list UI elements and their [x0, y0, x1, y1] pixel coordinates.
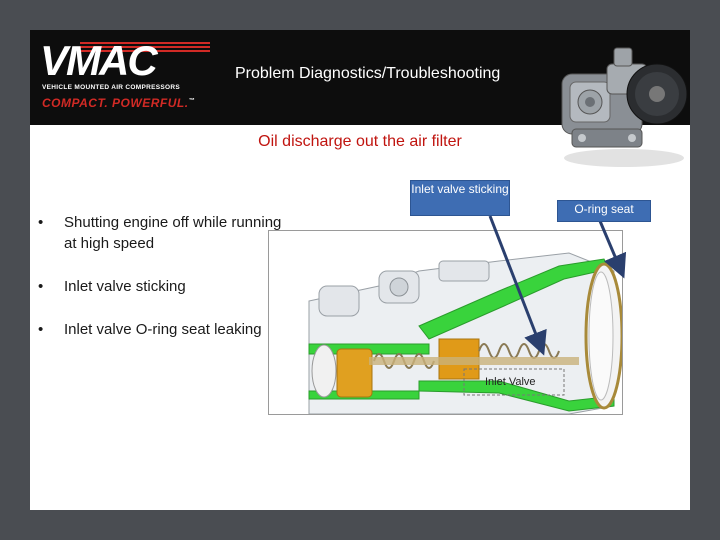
bullet-marker: • [38, 321, 44, 338]
bullet-item: •Inlet valve sticking [38, 278, 186, 295]
bullet-marker: • [38, 214, 44, 231]
bullet-item: •Inlet valve O-ring seat leaking [38, 321, 262, 338]
bullet-list: •Shutting engine off while running at hi… [38, 212, 288, 362]
cutaway-drawing [308, 252, 624, 415]
page-title: Problem Diagnostics/Troubleshooting [235, 65, 501, 82]
logo-brand: VMAC [40, 37, 158, 84]
logo-stripes [80, 42, 210, 52]
callout-inlet-valve-sticking: Inlet valve sticking [410, 180, 510, 216]
inlet-valve-cutaway [268, 230, 624, 415]
compressor-image [561, 47, 688, 167]
logo-tagline: COMPACT. POWERFUL.™ [42, 96, 196, 110]
callout-oring-seat: O-ring seat [557, 200, 651, 222]
slide: VMAC VEHICLE MOUNTED AIR COMPRESSORS COM… [30, 30, 690, 510]
slide-subtitle: Oil discharge out the air filter [258, 133, 462, 150]
inlet-valve-label: Inlet Valve [485, 376, 536, 388]
logo-subtext: VEHICLE MOUNTED AIR COMPRESSORS [42, 84, 180, 91]
vmac-logo: VMAC VEHICLE MOUNTED AIR COMPRESSORS COM… [40, 38, 210, 118]
bullet-item: •Shutting engine off while running at hi… [38, 214, 282, 252]
bullet-marker: • [38, 278, 44, 295]
